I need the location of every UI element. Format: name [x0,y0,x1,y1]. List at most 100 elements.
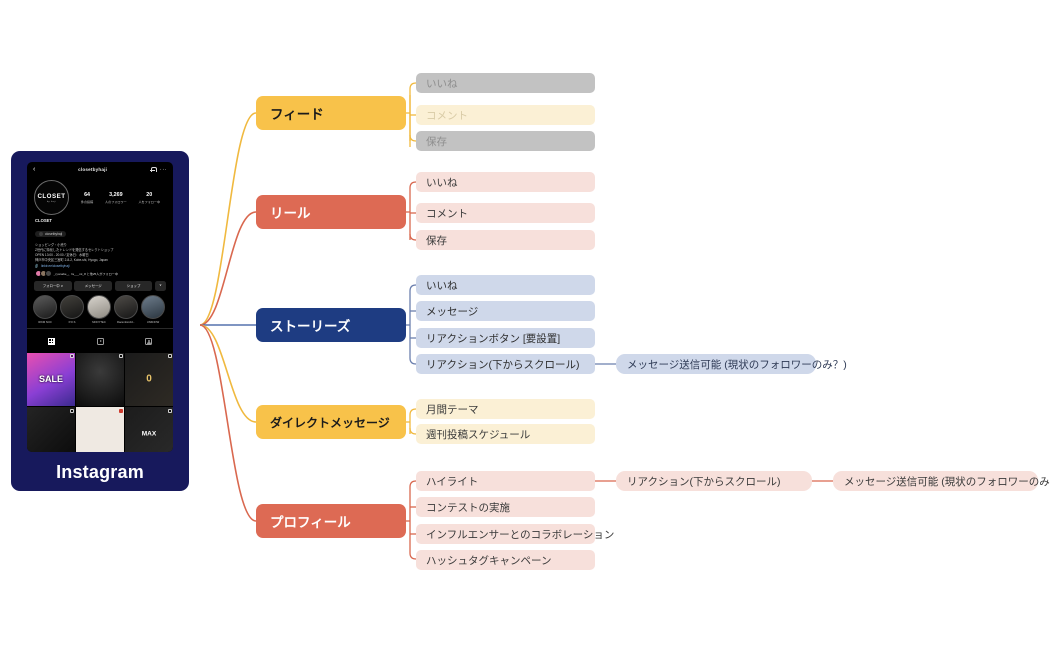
ig-followed-by-text: _ryonabe_、fa___mi_8 と他25人がフォロー中 [53,272,118,277]
grid-icon [47,337,55,345]
leaf-feed-comment[interactable]: コメント [416,105,595,125]
ig-stats-row: CLOSET by haji 64 件の投稿 3,269 人のフォロワー 20 … [27,177,173,215]
tail-profile-reaction-scroll[interactable]: リアクション(下からスクロール) [616,471,812,491]
highlight-label: Racemfworld... [117,320,135,324]
multi-post-icon [167,354,172,358]
message-button[interactable]: メッセージ [74,280,113,291]
ig-action-buttons: フォロー中 ∨ メッセージ ショップ ∨ [27,277,173,291]
stat-following-num: 20 [146,191,153,198]
node-stories[interactable]: ストーリーズ [256,308,406,342]
highlight-label: MOOYTEC [92,320,106,324]
multi-post-icon [118,354,123,358]
leaf-label: リアクション(下からスクロール) [426,358,580,371]
leaf-reel-like[interactable]: いいね [416,172,595,192]
leaf-stories-message[interactable]: メッセージ [416,301,595,321]
leaf-profile-influencer-collab[interactable]: インフルエンサーとのコラボレーション [416,524,614,544]
leaf-label: リアクションボタン [要設置] [426,332,561,345]
multi-post-icon [167,408,172,413]
ig-chip-label: closetbyhaji [45,232,63,236]
bell-icon[interactable] [150,166,157,173]
shop-icon [39,232,43,236]
stat-following[interactable]: 20 人をフォロー中 [138,192,160,204]
bio-line: ショッピング・小売り [35,243,67,247]
chevron-left-icon[interactable]: ‹ [33,166,36,173]
tail-label: メッセージ送信可能 (現状のフォロワーのみ？) [627,358,847,371]
highlight-item[interactable]: UNKNOW [141,295,165,324]
ig-bio: ショッピング・小売り Z世代に特化したトレンドを発信するセレクトショップ OPE… [27,241,173,263]
leaf-label: ハイライト [426,475,479,488]
avatar-line1: CLOSET [37,192,66,200]
avatar-line2: by haji [46,200,57,203]
ig-stats: 64 件の投稿 3,269 人のフォロワー 20 人をフォロー中 [75,192,166,204]
tail-profile-message-note[interactable]: メッセージ送信可能 (現状のフォロワーのみ？) [833,471,1050,491]
ellipsis-icon[interactable]: ··· [159,166,167,173]
leaf-dm-weekly-schedule[interactable]: 週刊投稿スケジュール [416,424,595,444]
leaf-stories-reaction-button[interactable]: リアクションボタン [要設置] [416,328,595,348]
highlight-item[interactable]: MOOYTEC [87,295,111,324]
leaf-stories-like[interactable]: いいね [416,275,595,295]
follow-button[interactable]: フォロー中 ∨ [34,280,72,291]
ig-followed-by-row[interactable]: _ryonabe_、fa___mi_8 と他25人がフォロー中 [27,268,173,278]
grid-post-text: SALE [38,374,63,385]
ig-top-bar: ‹ closetbyhaji ··· [27,162,173,177]
leaf-dm-monthly-theme[interactable]: 月間テーマ [416,399,595,419]
instagram-profile-screen: ‹ closetbyhaji ··· CLOSET by haji 64 件の投… [27,162,173,452]
leaf-feed-like[interactable]: いいね [416,73,595,93]
node-reel[interactable]: リール [256,195,406,229]
facepile [35,270,52,278]
leaf-profile-contest[interactable]: コンテストの実施 [416,497,595,517]
node-profile[interactable]: プロフィール [256,504,406,538]
ig-post-grid: SALE 0 MAX [27,352,173,452]
grid-post[interactable] [76,352,124,407]
tab-grid[interactable] [27,329,76,353]
highlight-label: P.O.S [68,320,76,324]
leaf-profile-highlight[interactable]: ハイライト [416,471,595,491]
highlight-item[interactable]: P.O.S [60,295,84,324]
leaf-reel-comment[interactable]: コメント [416,203,595,223]
stat-posts[interactable]: 64 件の投稿 [81,192,93,204]
leaf-reel-save[interactable]: 保存 [416,230,595,250]
leaf-label: メッセージ [426,305,479,318]
stat-followers[interactable]: 3,269 人のフォロワー [105,192,127,204]
highlight-item[interactable]: Racemfworld... [114,295,138,324]
tab-reels[interactable] [76,329,125,353]
leaf-profile-hashtag-campaign[interactable]: ハッシュタグキャンペーン [416,550,595,570]
ig-bio-link[interactable]: 🔗 linktr.ee/closetbyhaji [27,263,173,269]
leaf-label: いいね [426,176,458,189]
grid-post[interactable]: MAX [125,407,173,452]
grid-post[interactable]: SALE [27,352,75,407]
tail-label: リアクション(下からスクロール) [627,475,781,488]
new-badge [118,408,123,413]
tail-stories-message-note[interactable]: メッセージ送信可能 (現状のフォロワーのみ？) [616,354,847,374]
ig-handle: closetbyhaji [78,167,108,172]
stat-followers-label: 人のフォロワー [105,199,127,204]
node-profile-label: プロフィール [270,515,351,530]
ig-display-name: CLOSET [35,218,52,223]
node-direct-message[interactable]: ダイレクトメッセージ [256,405,406,439]
highlight-label: UNKNOW [146,320,160,324]
chevron-down-icon[interactable]: ∨ [154,280,166,291]
stat-posts-num: 64 [84,191,91,198]
bio-line: OPEN 13:00 - 20:00 / 定休日：水曜日 [35,252,89,257]
reels-icon [96,337,104,345]
shop-button[interactable]: ショップ [114,280,153,291]
grid-post[interactable]: 0 [125,352,173,407]
stat-posts-label: 件の投稿 [80,199,94,204]
avatar[interactable]: CLOSET by haji [34,180,69,215]
leaf-stories-reaction-scroll[interactable]: リアクション(下からスクロール) [416,354,595,374]
leaf-label: いいね [426,279,458,292]
bio-line: Z世代に特化したトレンドを発信するセレクトショップ [35,247,114,252]
ig-tab-bar [27,327,173,353]
grid-post[interactable] [27,407,75,452]
leaf-feed-save[interactable]: 保存 [416,131,595,151]
ig-category-chip[interactable]: closetbyhaji [35,230,67,238]
leaf-label: 保存 [426,234,447,247]
node-reel-label: リール [270,206,311,221]
highlight-item[interactable]: RIKM SCD [33,295,57,324]
tab-tagged[interactable] [124,329,173,353]
leaf-label: コメント [426,207,468,220]
multi-post-icon [69,408,74,413]
node-feed[interactable]: フィード [256,96,406,130]
grid-post[interactable] [76,407,124,452]
